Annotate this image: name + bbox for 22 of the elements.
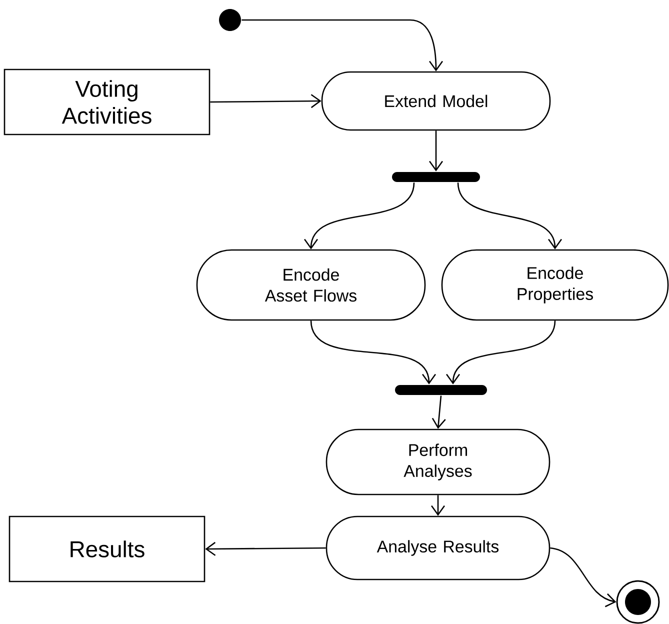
arrow bbox=[310, 320, 436, 384]
arrow bbox=[210, 94, 322, 108]
sync-bar bbox=[395, 385, 487, 395]
action-box: Analyse Results bbox=[326, 516, 550, 580]
arrow bbox=[432, 396, 446, 429]
arrow bbox=[304, 182, 415, 250]
object-box: Results bbox=[8, 516, 206, 582]
arrow bbox=[446, 320, 556, 384]
final-node bbox=[616, 580, 660, 624]
initial-node bbox=[219, 9, 241, 31]
action-box: Extend Model bbox=[321, 71, 551, 131]
action-box: Encode Properties bbox=[441, 249, 669, 321]
arrow bbox=[431, 495, 445, 516]
arrow bbox=[429, 130, 443, 172]
object-box: Voting Activities bbox=[4, 68, 210, 136]
arrow bbox=[242, 19, 443, 72]
arrow bbox=[550, 547, 616, 608]
arrow bbox=[205, 542, 326, 556]
action-box: Encode Asset Flows bbox=[196, 249, 426, 321]
sync-bar bbox=[392, 172, 480, 182]
arrow bbox=[457, 182, 562, 250]
action-box: Perform Analyses bbox=[326, 428, 550, 496]
